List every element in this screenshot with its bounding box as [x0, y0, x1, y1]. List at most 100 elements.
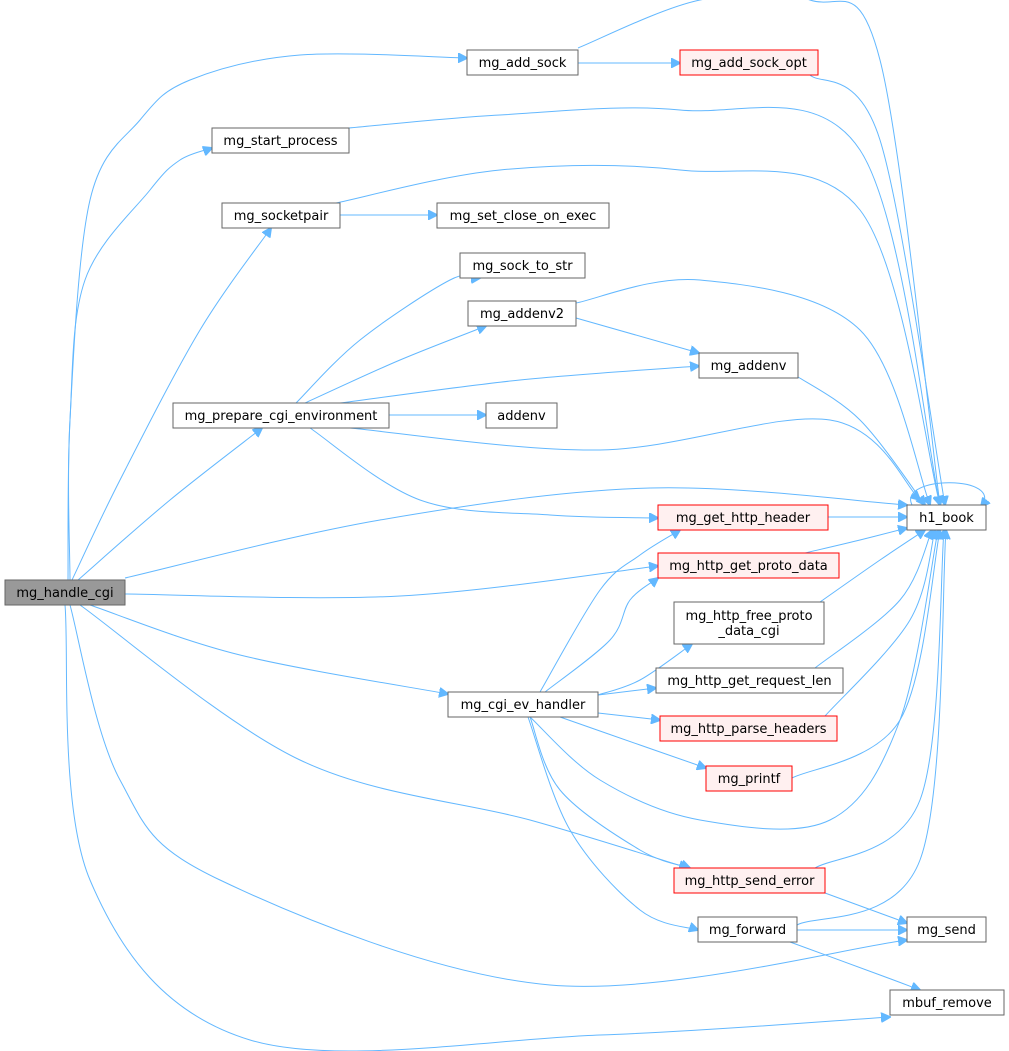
- node-label: mg_http_send_error: [685, 874, 815, 889]
- node-box: [698, 352, 799, 379]
- node-mg-http-get-proto-data[interactable]: mg_http_get_proto_data: [657, 552, 840, 579]
- node-label: mg_set_close_on_exec: [450, 209, 597, 224]
- node-box: [657, 552, 840, 579]
- edge-mg_cgi_ev_handler-to-mg_forward: [527, 716, 698, 930]
- node-mg-http-get-request-len[interactable]: mg_http_get_request_len: [655, 667, 844, 694]
- node-mg-http-send-error[interactable]: mg_http_send_error: [673, 867, 826, 894]
- edge-mg_addenv2-to-h1_book: [575, 278, 930, 505]
- node-label: mg_sock_to_str: [472, 259, 573, 274]
- node-box: [459, 252, 586, 279]
- edge-mg_handle_cgi-to-mg_http_get_proto_data: [124, 566, 658, 599]
- node-box: [906, 504, 987, 531]
- node-addenv[interactable]: addenv: [485, 402, 558, 429]
- node-box: [211, 127, 350, 154]
- edge-mg_socketpair-to-h1_book: [335, 164, 940, 505]
- node-box: [679, 49, 819, 76]
- node-box: [697, 916, 798, 943]
- node-box: [705, 765, 793, 792]
- node-box: [467, 300, 577, 327]
- edge-mg_cgi_ev_handler-to-h1_book: [529, 530, 938, 830]
- node-box: [4, 579, 126, 606]
- edge-mg_http_get_request_len-to-h1_book: [814, 530, 932, 669]
- edge-mg_prepare_cgi_environment-to-mg_addenv: [339, 366, 699, 404]
- node-label: mg_http_get_request_len: [667, 674, 831, 689]
- edge-mg_handle_cgi-to-mbuf_remove: [64, 604, 890, 1051]
- node-mg-set-close-on-exec[interactable]: mg_set_close_on_exec: [436, 202, 610, 229]
- edge-mg_handle_cgi-to-h1_book: [124, 487, 907, 579]
- edge-mg_prepare_cgi_environment-to-mg_get_http_header: [309, 427, 658, 518]
- node-label: _data_cgi: [717, 624, 779, 639]
- node-label: mg_http_free_proto: [685, 609, 812, 624]
- node-mg-get-http-header[interactable]: mg_get_http_header: [657, 504, 829, 531]
- node-mg-forward[interactable]: mg_forward: [697, 916, 798, 943]
- edge-mg_http_send_error-to-h1_book: [814, 530, 944, 869]
- node-label: mbuf_remove: [902, 996, 992, 1011]
- node-label: mg_prepare_cgi_environment: [185, 409, 378, 424]
- node-mg-send[interactable]: mg_send: [906, 916, 987, 943]
- node-mg-prepare-cgi-environment[interactable]: mg_prepare_cgi_environment: [172, 402, 390, 429]
- edge-mg_add_sock_opt-to-h1_book: [809, 74, 945, 505]
- node-label: mg_add_sock_opt: [691, 56, 807, 71]
- edge-mg_cgi_ev_handler-to-mg_get_http_header: [539, 530, 680, 693]
- edge-mg_cgi_ev_handler-to-mg_http_send_error: [529, 716, 690, 868]
- edge-mg_addenv-to-h1_book: [794, 374, 925, 505]
- node-box: [889, 989, 1005, 1016]
- node-mg-addenv2[interactable]: mg_addenv2: [467, 300, 577, 327]
- edge-mg_handle_cgi-to-mg_socketpair: [71, 228, 271, 581]
- node-label: mg_cgi_ev_handler: [461, 698, 586, 713]
- node-label: h1_book: [919, 511, 974, 526]
- edge-mg_cgi_ev_handler-to-mg_printf: [559, 716, 706, 768]
- node-label: mg_socketpair: [234, 209, 329, 224]
- node-box: [485, 402, 558, 429]
- node-label: mg_start_process: [223, 134, 337, 149]
- edge-mg_prepare_cgi_environment-to-mg_addenv2: [304, 326, 486, 404]
- node-mg-socketpair[interactable]: mg_socketpair: [221, 202, 341, 229]
- edge-mg_add_sock-to-h1_book: [577, 0, 940, 505]
- node-mg-sock-to-str[interactable]: mg_sock_to_str: [459, 252, 586, 279]
- node-mg-addenv[interactable]: mg_addenv: [698, 352, 799, 379]
- node-mg-http-parse-headers[interactable]: mg_http_parse_headers: [659, 715, 838, 742]
- node-mg-add-sock-opt[interactable]: mg_add_sock_opt: [679, 49, 819, 76]
- node-box: [447, 691, 599, 718]
- edge-mg_handle_cgi-to-mg_send: [69, 604, 907, 987]
- edge-mg_forward-to-h1_book: [796, 530, 946, 926]
- edge-mg_prepare_cgi_environment-to-h1_book: [349, 418, 920, 500]
- edge-mg_start_process-to-h1_book: [348, 106, 940, 505]
- node-box: [659, 715, 838, 742]
- node-mg-http-free-proto-data-cgi[interactable]: mg_http_free_proto_data_cgi: [673, 601, 825, 645]
- node-label: mg_get_http_header: [676, 511, 811, 526]
- edge-mg_handle_cgi-to-mg_http_send_error: [79, 604, 688, 868]
- node-box: [657, 504, 829, 531]
- edge-mg_cgi_ev_handler-to-mg_http_free_proto_data_cgi: [597, 644, 692, 696]
- node-box: [172, 402, 390, 429]
- edge-mg_forward-to-mbuf_remove: [789, 941, 920, 990]
- edge-mg_http_get_proto_data-to-h1_book: [804, 528, 907, 554]
- edge-mg_handle_cgi-to-mg_cgi_ev_handler: [89, 604, 448, 694]
- node-label: mg_http_get_proto_data: [669, 559, 828, 574]
- edge-mg_cgi_ev_handler-to-mg_http_parse_headers: [597, 712, 660, 720]
- node-box: [673, 601, 825, 645]
- node-mg-start-process[interactable]: mg_start_process: [211, 127, 350, 154]
- node-box: [673, 867, 826, 894]
- node-box: [906, 916, 987, 943]
- edge-mg_cgi_ev_handler-to-mg_http_get_request_len: [597, 688, 656, 696]
- node-h1-book[interactable]: h1_book: [906, 504, 987, 531]
- node-label: addenv: [497, 409, 546, 424]
- edge-mg_addenv2-to-mg_addenv: [575, 317, 699, 353]
- edge-mg_http_free_proto_data_cgi-to-h1_book: [819, 530, 925, 603]
- edge-mg_handle_cgi-to-mg_prepare_cgi_environment: [77, 428, 262, 581]
- node-label: mg_printf: [718, 772, 781, 787]
- node-label: mg_forward: [709, 923, 786, 938]
- node-label: mg_addenv2: [480, 307, 564, 322]
- node-label: mg_handle_cgi: [16, 586, 113, 601]
- edge-h1_book-to-h1_book: [910, 482, 985, 507]
- node-mg-handle-cgi: mg_handle_cgi: [4, 579, 126, 606]
- node-mbuf-remove[interactable]: mbuf_remove: [889, 989, 1005, 1016]
- edge-mg_cgi_ev_handler-to-mg_http_get_proto_data: [544, 578, 658, 693]
- node-label: mg_http_parse_headers: [670, 722, 826, 737]
- node-mg-printf[interactable]: mg_printf: [705, 765, 793, 792]
- node-label: mg_send: [917, 923, 976, 938]
- node-mg-add-sock[interactable]: mg_add_sock: [466, 49, 579, 76]
- node-mg-cgi-ev-handler[interactable]: mg_cgi_ev_handler: [447, 691, 599, 718]
